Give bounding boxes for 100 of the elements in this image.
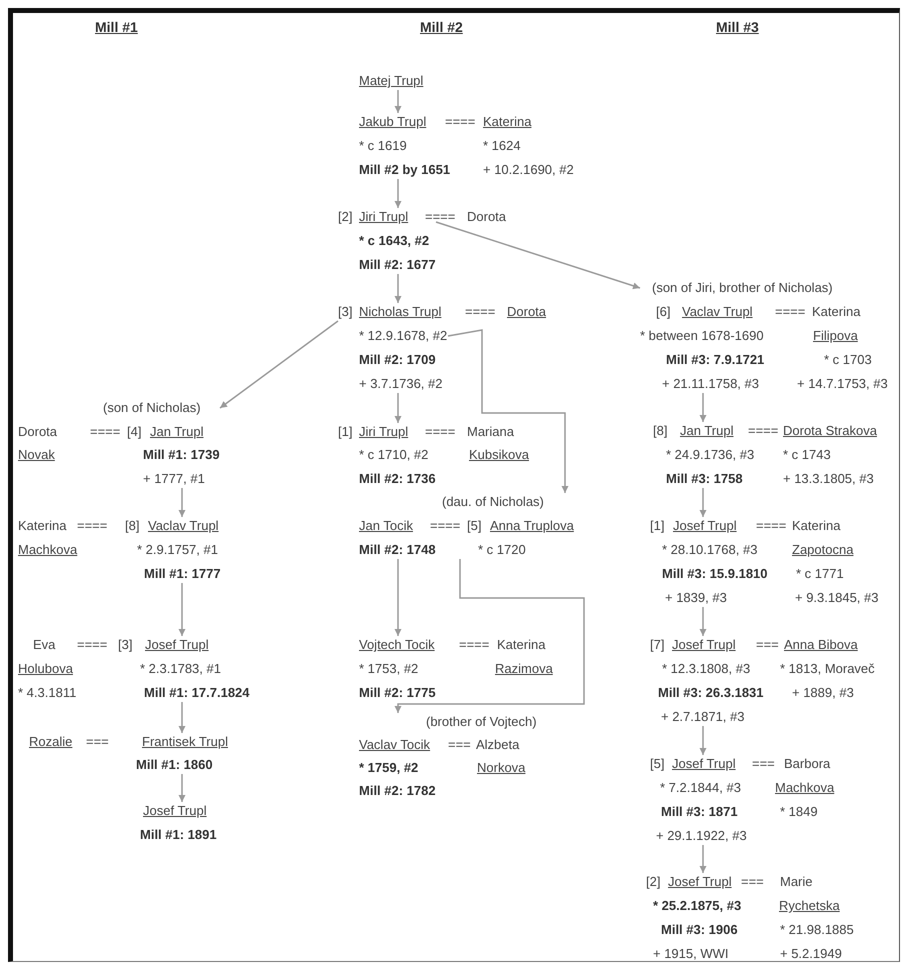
person-name: Barbora xyxy=(784,755,830,773)
marriage-sign: ==== xyxy=(775,303,806,321)
date-text: * 1759, #2 xyxy=(359,759,418,777)
index-number: [7] xyxy=(650,636,664,654)
mill-tenure-text: Mill #1: 1891 xyxy=(140,826,217,844)
person-name: Eva xyxy=(33,636,56,654)
mill-tenure-text: Mill #3: 1871 xyxy=(661,803,738,821)
person-name: Katerina xyxy=(18,517,66,535)
index-number: [5] xyxy=(650,755,664,773)
mill-tenure-text: Mill #2 by 1651 xyxy=(359,161,450,179)
person-name: Jan Tocik xyxy=(359,517,413,535)
date-text: * 4.3.1811 xyxy=(18,684,76,702)
arrow xyxy=(178,488,186,517)
arrow xyxy=(394,559,585,713)
date-text: + 1839, #3 xyxy=(665,589,727,607)
mill-tenure-text: Mill #2: 1748 xyxy=(359,541,436,559)
date-text: * 2.9.1757, #1 xyxy=(137,541,218,559)
marriage-sign: ==== xyxy=(77,517,108,535)
marriage-sign: ==== xyxy=(465,303,496,321)
date-text: + 29.1.1922, #3 xyxy=(656,827,747,845)
date-text: * 25.2.1875, #3 xyxy=(653,897,742,915)
person-name: Mariana xyxy=(467,423,514,441)
arrow xyxy=(700,845,706,873)
person-name: Dorota xyxy=(467,208,506,226)
person-name: Katerina xyxy=(483,113,532,131)
person-name: Novak xyxy=(18,446,55,464)
marriage-sign: ==== xyxy=(756,517,786,535)
column-heading: Mill #2 xyxy=(420,18,463,36)
marriage-sign: === xyxy=(86,733,109,751)
person-name: Machkova xyxy=(18,541,78,559)
marriage-sign: ==== xyxy=(748,422,778,440)
date-text: * c 1703 xyxy=(824,351,872,369)
person-name: Josef Trupl xyxy=(673,517,737,535)
arrow xyxy=(436,221,640,290)
mill-tenure-text: Mill #3: 15.9.1810 xyxy=(662,565,768,583)
index-number: [8] xyxy=(125,517,140,535)
marriage-sign: === xyxy=(448,736,471,754)
person-name: Josef Trupl xyxy=(145,636,209,654)
marriage-sign: ==== xyxy=(430,517,460,535)
person-name: Rozalie xyxy=(29,733,72,751)
marriage-sign: ==== xyxy=(459,636,490,654)
person-name: Dorota xyxy=(18,423,58,441)
arrow xyxy=(394,393,402,423)
arrow xyxy=(394,274,402,303)
date-text: * c 1720 xyxy=(478,541,526,559)
mill-tenure-text: Mill #3: 26.3.1831 xyxy=(658,684,764,702)
index-number: [3] xyxy=(118,636,132,654)
person-name: Katerina xyxy=(497,636,546,654)
person-name: Frantisek Trupl xyxy=(142,733,228,751)
index-number: [1] xyxy=(338,423,352,441)
person-name: Vaclav Trupl xyxy=(148,517,219,535)
date-text: + 21.11.1758, #3 xyxy=(662,375,759,393)
date-text: * c 1771 xyxy=(796,565,844,583)
relation-note: (dau. of Nicholas) xyxy=(442,493,544,511)
mill-tenure-text: Mill #1: 1777 xyxy=(144,565,221,583)
date-text: * 1624 xyxy=(483,137,521,155)
person-name: Josef Trupl xyxy=(672,755,736,773)
date-text: + 5.2.1949 xyxy=(780,945,842,963)
person-name: Nicholas Trupl xyxy=(359,303,442,321)
marriage-sign: ==== xyxy=(77,636,108,654)
date-text: * 1753, #2 xyxy=(359,660,418,678)
arrow xyxy=(394,90,402,113)
date-text: + 1889, #3 xyxy=(792,684,854,702)
date-text: * 1849 xyxy=(780,803,818,821)
arrow xyxy=(178,774,186,802)
mill-tenure-text: Mill #1: 17.7.1824 xyxy=(144,684,250,702)
index-number: [4] xyxy=(127,423,142,441)
date-text: * 12.3.1808, #3 xyxy=(662,660,750,678)
date-text: + 13.3.1805, #3 xyxy=(783,470,874,488)
mill-tenure-text: Mill #2: 1677 xyxy=(359,256,436,274)
person-name: Josef Trupl xyxy=(668,873,732,891)
person-name: Anna Bibova xyxy=(784,636,858,654)
arrow xyxy=(700,488,706,517)
index-number: [6] xyxy=(656,303,670,321)
person-name: Dorota Strakova xyxy=(783,422,877,440)
person-name: Jan Trupl xyxy=(680,422,734,440)
relation-note: (son of Nicholas) xyxy=(103,399,201,417)
date-text: + 9.3.1845, #3 xyxy=(795,589,878,607)
arrow xyxy=(700,726,706,755)
date-text: * 28.10.1768, #3 xyxy=(662,541,758,559)
arrow xyxy=(394,559,402,636)
person-name: Dorota xyxy=(507,303,546,321)
arrow xyxy=(178,702,186,733)
mill-tenure-text: Mill #2: 1782 xyxy=(359,782,436,800)
person-name: Vaclav Trupl xyxy=(682,303,753,321)
arrow xyxy=(394,179,402,208)
date-text: * between 1678-1690 xyxy=(640,327,764,345)
date-text: + 14.7.1753, #3 xyxy=(797,375,888,393)
arrow xyxy=(448,329,568,493)
date-text: * c 1619 xyxy=(359,137,407,155)
date-text: + 3.7.1736, #2 xyxy=(359,375,442,393)
date-text: * c 1743 xyxy=(783,446,831,464)
person-name: Zapotocna xyxy=(792,541,854,559)
date-text: * 12.9.1678, #2 xyxy=(359,327,448,345)
date-text: * 21.98.1885 xyxy=(780,921,854,939)
person-name: Vaclav Tocik xyxy=(359,736,430,754)
person-name: Anna Truplova xyxy=(490,517,574,535)
relation-note: (son of Jiri, brother of Nicholas) xyxy=(652,279,833,297)
marriage-sign: ==== xyxy=(445,113,476,131)
person-name: Katerina xyxy=(812,303,860,321)
